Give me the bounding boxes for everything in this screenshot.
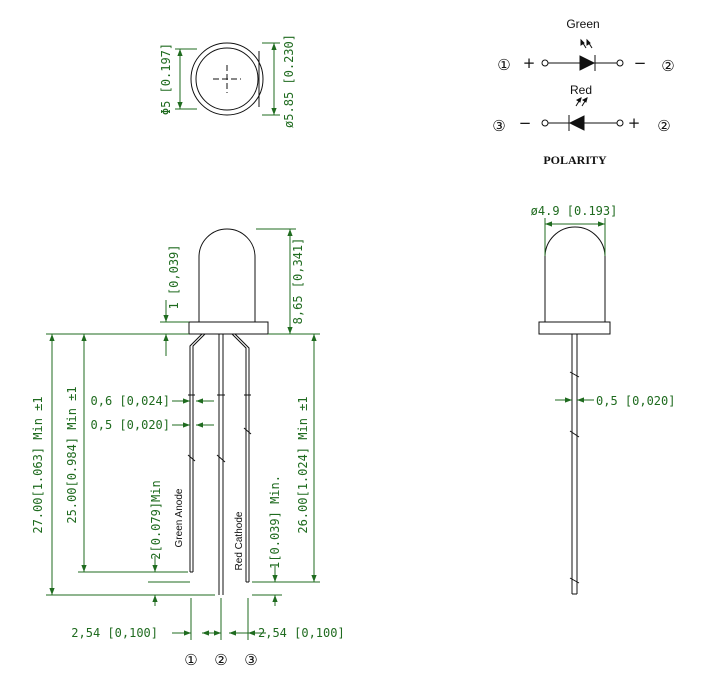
green-label: Green bbox=[566, 17, 599, 31]
front-view-led bbox=[187, 228, 269, 595]
lead-thickness-dimension: 0,5 [0,020] bbox=[91, 418, 170, 432]
pitch-right-dimension: 2,54 [0,100] bbox=[258, 626, 345, 640]
polarity-title: POLARITY bbox=[543, 153, 607, 167]
red-diode-icon bbox=[568, 115, 585, 131]
lead-width-dimension: 0,6 [0,024] bbox=[91, 394, 170, 408]
pin1-symbol: ① bbox=[497, 56, 510, 74]
pin2-symbol: ② bbox=[661, 57, 674, 75]
front-dimensions bbox=[46, 228, 320, 640]
flange-dimension: 1 [0,039] bbox=[167, 244, 181, 309]
plus-sign: + bbox=[523, 54, 536, 72]
pin2-symbol: ② bbox=[657, 117, 670, 135]
side-diameter-dimension: ø4.9 [0.193] bbox=[531, 204, 618, 218]
red-label: Red bbox=[570, 83, 592, 97]
red-cathode-label: Red Cathode bbox=[234, 511, 245, 570]
pin3-symbol: ③ bbox=[492, 117, 505, 135]
top-flange-diameter: ø5.85 [0.230] bbox=[282, 34, 296, 128]
bend-right-dimension: 1[0.039] Min. bbox=[268, 475, 282, 569]
side-view-led bbox=[538, 226, 611, 595]
pin-label-2: ② bbox=[214, 651, 227, 669]
side-dimensions bbox=[544, 218, 606, 403]
pitch-left-dimension: 2,54 [0,100] bbox=[71, 626, 158, 640]
green-diode-icon bbox=[579, 55, 596, 71]
pin-label-1: ① bbox=[184, 651, 197, 669]
side-lead-thickness-dimension: 0,5 [0,020] bbox=[596, 394, 675, 408]
green-anode-label: Green Anode bbox=[174, 488, 185, 547]
plus-sign: + bbox=[628, 114, 641, 132]
minus-sign: − bbox=[519, 114, 532, 132]
pin-label-3: ③ bbox=[244, 651, 257, 669]
polarity-diagram bbox=[541, 38, 624, 131]
height-dimension: 8,65 [0,341] bbox=[291, 238, 305, 325]
top-view bbox=[175, 42, 280, 116]
lead-length-dimension: 25.00[0.984] Min ±1 bbox=[65, 386, 79, 523]
right-lead-length-dimension: 26.00[1.024] Min ±1 bbox=[296, 396, 310, 533]
bend-left-dimension: 2[0.079]Min bbox=[149, 480, 163, 559]
minus-sign: − bbox=[634, 54, 647, 72]
overall-length-dimension: 27.00[1.063] Min ±1 bbox=[31, 396, 45, 533]
top-body-diameter: Φ5 [0.197] bbox=[159, 43, 173, 115]
